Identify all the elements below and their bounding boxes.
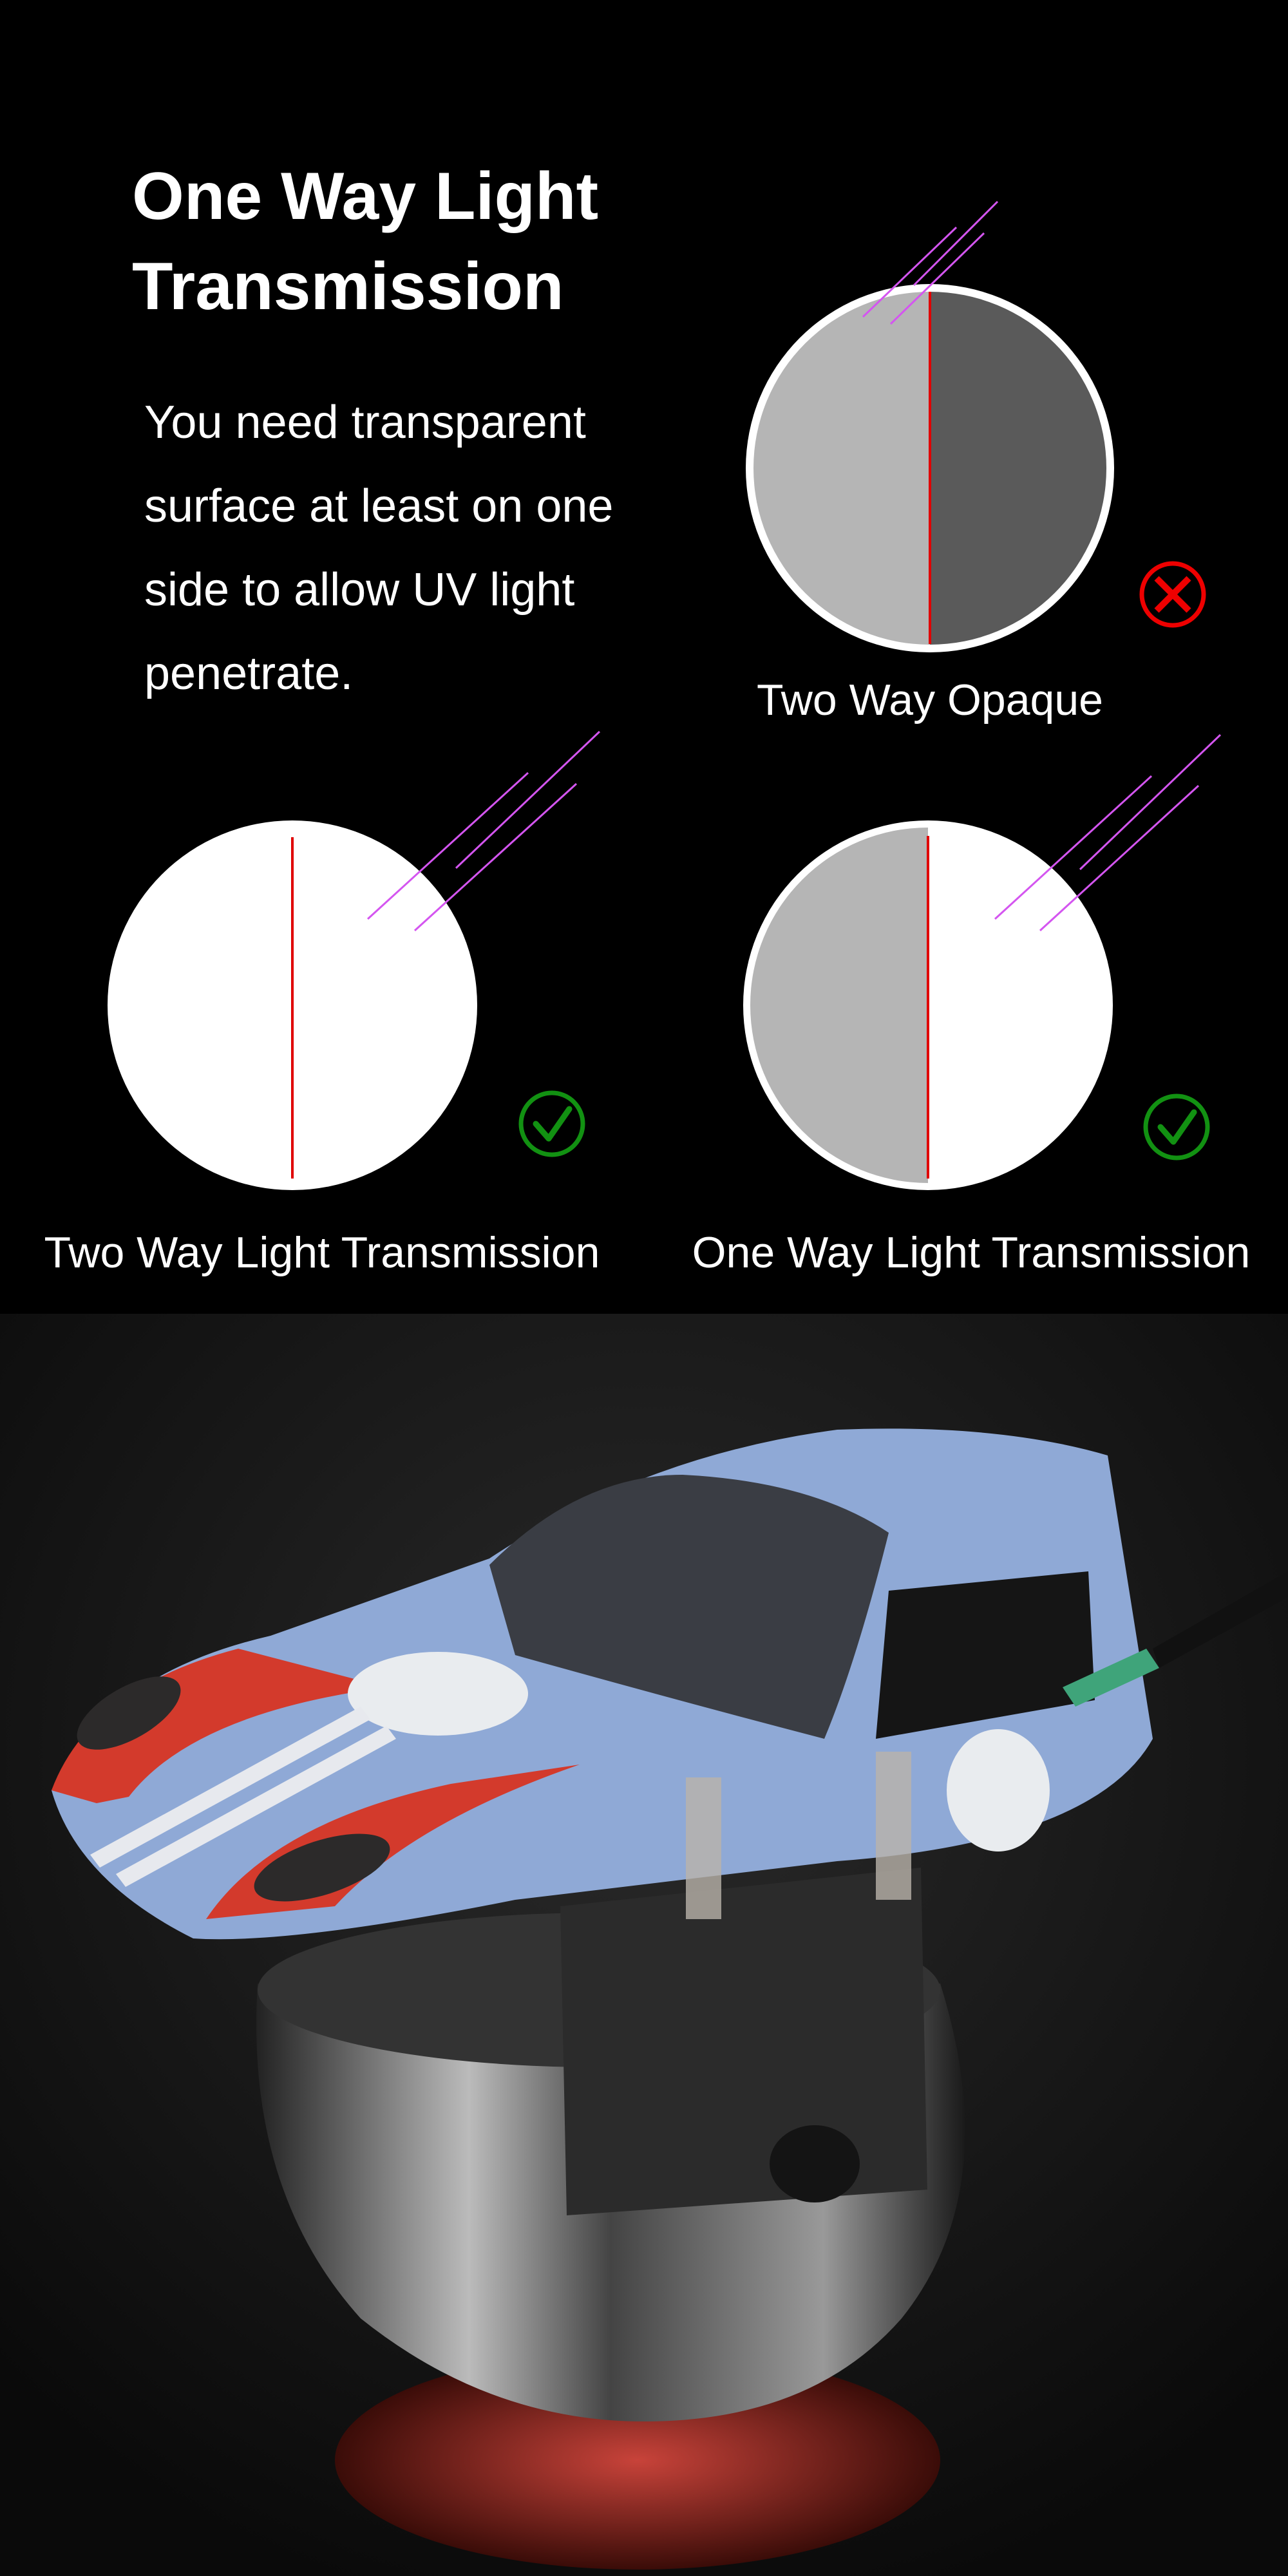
car-side-window (876, 1571, 1095, 1739)
uv-rays (862, 200, 999, 325)
description-line: side to allow UV light (144, 564, 574, 616)
description-line: You need transparent (144, 397, 586, 448)
page-title-line1: One Way Light (132, 159, 598, 234)
page-title-line2: Transmission (132, 249, 564, 324)
check-circle-icon (518, 1090, 585, 1157)
description-line: penetrate. (144, 648, 353, 699)
check-circle-icon (1143, 1094, 1210, 1160)
diagram-one-way-transmission: One Way Light Transmission (692, 734, 1251, 1277)
uv-rays (366, 730, 601, 932)
stand-base (335, 2351, 940, 2570)
uv-rays (994, 734, 1222, 932)
diagram-label: Two Way Light Transmission (44, 1228, 600, 1277)
diagram-label: Two Way Opaque (757, 676, 1103, 724)
holder-block (560, 1868, 927, 2215)
car-red-stripe (52, 1649, 386, 1803)
product-photo (0, 1314, 1288, 2576)
car-windshield (489, 1475, 889, 1739)
syringe-tip (1063, 1649, 1159, 1707)
description-line: surface at least on one (144, 480, 613, 532)
diagram-two-way-transmission: Two Way Light Transmission (44, 730, 601, 1277)
diagram-label: One Way Light Transmission (692, 1228, 1251, 1277)
x-circle-icon (1139, 561, 1206, 628)
